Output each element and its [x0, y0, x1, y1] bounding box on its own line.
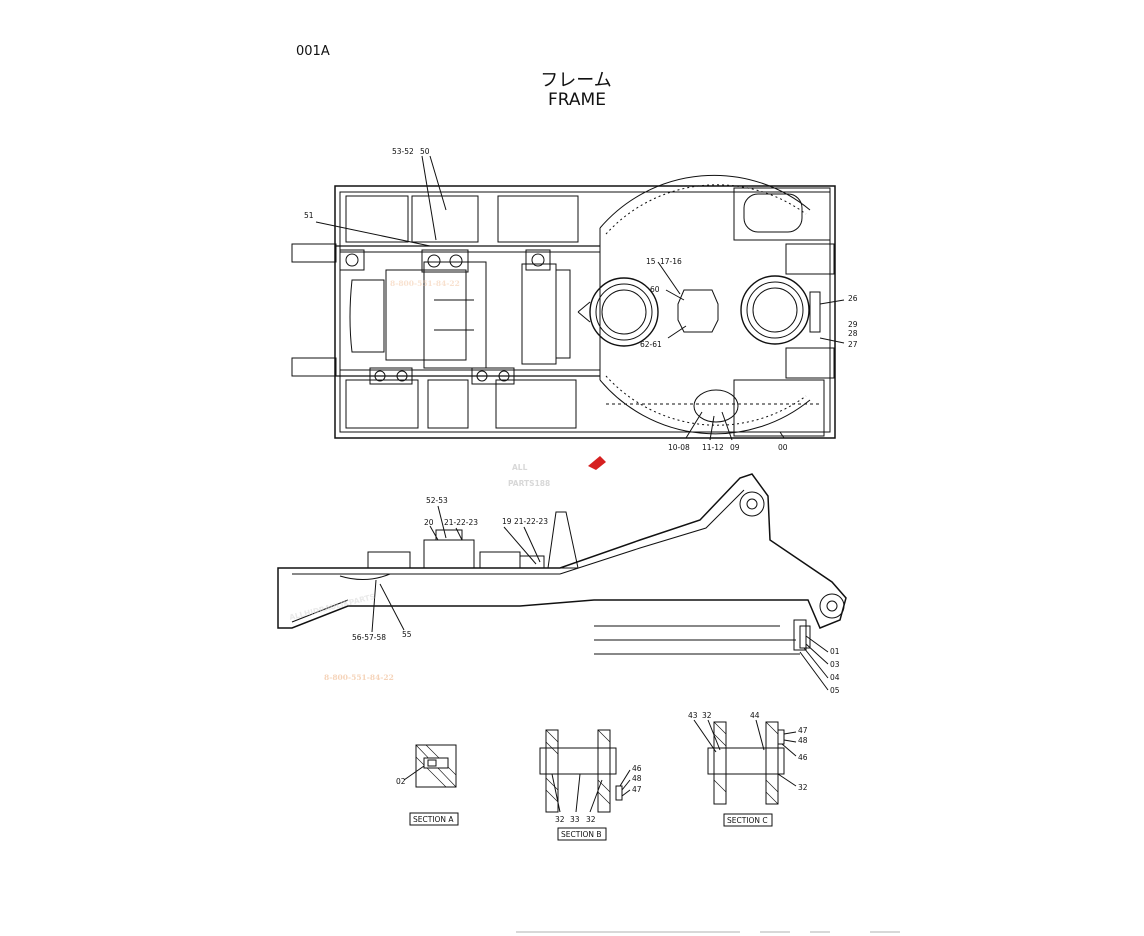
callout-21-22-23-b: 21-22-23 — [514, 517, 548, 526]
callout-02: 02 — [396, 777, 406, 786]
section-c-detail — [693, 719, 797, 805]
callout-29: 29 — [848, 320, 858, 329]
callout-26: 26 — [848, 294, 858, 303]
callout-46-c: 46 — [798, 753, 808, 762]
side-view — [277, 473, 847, 691]
callout-32-c2: 32 — [798, 783, 808, 792]
callout-52-53: 52-53 — [426, 496, 448, 505]
callout-27: 27 — [848, 340, 858, 349]
bolt-pad-group — [339, 249, 551, 385]
callout-21-22-23-a: 21-22-23 — [444, 518, 478, 527]
callout-56-57-58: 56-57-58 — [352, 633, 386, 642]
top-view — [291, 155, 845, 441]
callout-32-b2: 32 — [586, 815, 596, 824]
watermark-logo-bottom: PARTS188 — [508, 479, 550, 488]
page-code: 001A — [296, 44, 330, 59]
callout-48-b: 48 — [632, 774, 642, 783]
callout-51: 51 — [304, 211, 314, 220]
callout-20: 20 — [424, 518, 434, 527]
watermark-layer: ALLHIDRAULIKPARTS 8-800-551-84-22 8-800-… — [288, 279, 606, 682]
callout-43: 43 — [688, 711, 698, 720]
section-b-detail — [539, 729, 631, 813]
callout-44: 44 — [750, 711, 760, 720]
callout-01: 01 — [830, 647, 840, 656]
callout-60: 60 — [650, 285, 660, 294]
callout-55: 55 — [402, 630, 412, 639]
section-a-label-box — [409, 812, 459, 826]
callout-11-12: 11-12 — [702, 443, 724, 452]
callout-62-61: 62-61 — [640, 340, 662, 349]
title-japanese: フレーム — [540, 70, 612, 91]
section-b-label: SECTION B — [561, 830, 602, 839]
callout-33: 33 — [570, 815, 580, 824]
section-b-label-box — [557, 827, 607, 841]
callout-48-c: 48 — [798, 736, 808, 745]
callout-05: 05 — [830, 686, 840, 695]
section-a-detail — [403, 744, 457, 788]
watermark-phone-top: 8-800-551-84-22 — [390, 279, 460, 288]
callout-15: 15 — [646, 257, 656, 266]
section-c-label: SECTION C — [727, 816, 768, 825]
watermark-diagonal: ALLHIDRAULIKPARTS — [288, 592, 376, 622]
callout-00: 00 — [778, 443, 788, 452]
callout-19: 19 — [502, 517, 512, 526]
callout-03: 03 — [830, 660, 840, 669]
callout-17-16: 17-16 — [660, 257, 682, 266]
callout-46-b: 46 — [632, 764, 642, 773]
watermark-phone-bottom: 8-800-551-84-22 — [324, 673, 394, 682]
callout-04: 04 — [830, 673, 840, 682]
callout-10-08: 10-08 — [668, 443, 690, 452]
section-a-label: SECTION A — [413, 815, 454, 824]
callout-53-52: 53-52 — [392, 147, 414, 156]
watermark-logo-mark — [588, 456, 606, 470]
section-c-label-box — [723, 813, 773, 827]
callout-32-b1: 32 — [555, 815, 565, 824]
callout-47-b: 47 — [632, 785, 642, 794]
callout-47-c: 47 — [798, 726, 808, 735]
callout-32-c1: 32 — [702, 711, 712, 720]
watermark-logo-top: ALL — [512, 463, 528, 472]
callout-09: 09 — [730, 443, 740, 452]
title-english: FRAME — [548, 90, 606, 110]
callout-28: 28 — [848, 329, 858, 338]
callout-50: 50 — [420, 147, 430, 156]
